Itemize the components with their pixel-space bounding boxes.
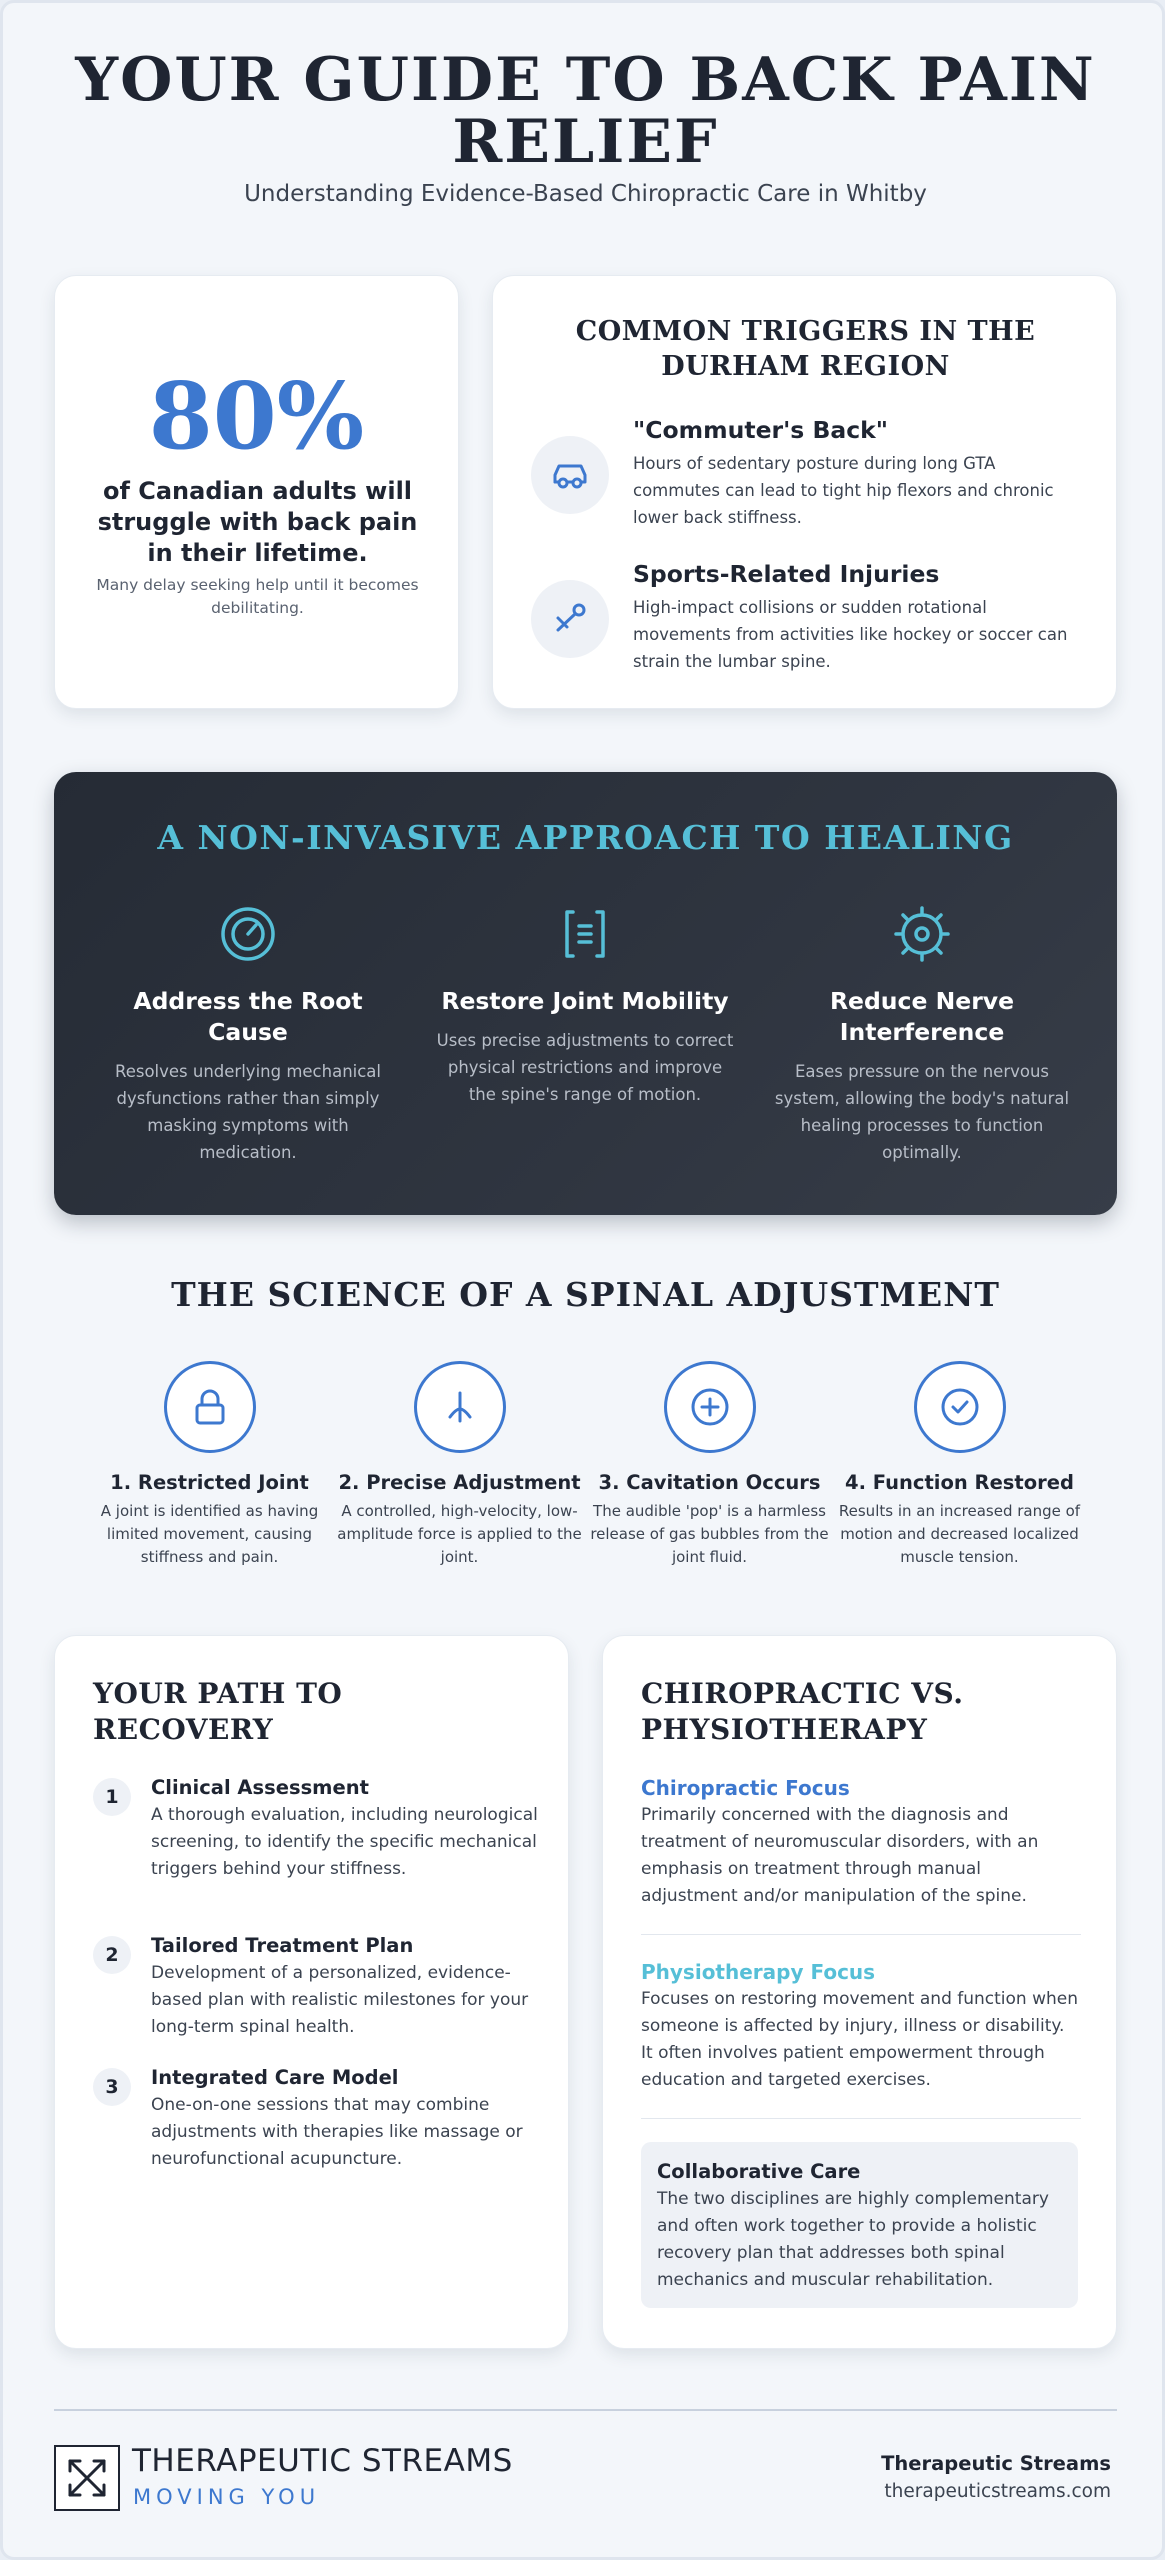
science-step-3: 3. Cavitation Occurs The audible 'pop' i… — [587, 1361, 832, 1569]
chiropractic-focus-text: Primarily concerned with the diagnosis a… — [641, 1805, 1039, 1906]
approach-item-title: Reduce Nerve Interference — [829, 987, 1015, 1046]
triggers-title: COMMON TRIGGERS IN THE DURHAM REGION — [575, 316, 1036, 382]
statistic-card: 80% of Canadian adults will struggle wit… — [54, 275, 459, 709]
recovery-path-title: YOUR PATH TO RECOVERY — [93, 1677, 343, 1746]
car-icon — [531, 436, 609, 514]
step-text: A controlled, high-velocity, low-amplitu… — [337, 1502, 582, 1566]
approach-panel: A NON-INVASIVE APPROACH TO HEALING Addre… — [54, 772, 1117, 1215]
hockey-stick-icon — [531, 580, 609, 658]
footer-website-link[interactable]: therapeuticstreams.com — [884, 2481, 1111, 2502]
collaborative-care-text: The two disciplines are highly complemen… — [657, 2189, 1049, 2290]
brand-logo-icon — [54, 2445, 120, 2511]
lock-icon — [163, 1361, 256, 1453]
page-title: YOUR GUIDE TO BACK PAIN RELIEF — [75, 45, 1096, 177]
physiotherapy-focus-title: Physiotherapy Focus — [641, 1960, 876, 1984]
recovery-step-text: A thorough evaluation, including neurolo… — [151, 1805, 538, 1879]
step-title: 3. Cavitation Occurs — [598, 1471, 821, 1494]
recovery-step-title: Clinical Assessment — [151, 1776, 369, 1799]
science-step-4: 4. Function Restored Results in an incre… — [837, 1361, 1082, 1569]
brand-tagline: MOVING YOU — [133, 2485, 321, 2509]
nerve-gear-icon — [772, 902, 1072, 966]
science-title: THE SCIENCE OF A SPINAL ADJUSTMENT — [171, 1275, 1000, 1314]
step-text: The audible 'pop' is a harmless release … — [590, 1502, 829, 1566]
divider — [641, 1934, 1081, 1935]
step-text: A joint is identified as having limited … — [100, 1502, 319, 1566]
footer-divider — [54, 2409, 1117, 2411]
approach-item-nerve: Reduce Nerve Interference Eases pressure… — [772, 902, 1072, 1166]
footer-company-name: Therapeutic Streams — [881, 2452, 1111, 2475]
comparison-title: CHIROPRACTIC VS. PHYSIOTHERAPY — [641, 1677, 964, 1746]
step-text: Results in an increased range of motion … — [838, 1502, 1081, 1566]
science-step-1: 1. Restricted Joint A joint is identifie… — [87, 1361, 332, 1569]
approach-item-mobility: Restore Joint Mobility Uses precise adju… — [435, 902, 735, 1108]
collaborative-care-title: Collaborative Care — [657, 2160, 861, 2183]
physiotherapy-focus-text: Focuses on restoring movement and functi… — [641, 1989, 1079, 2090]
spine-bracket-icon — [435, 902, 735, 966]
approach-item-text: Uses precise adjustments to correct phys… — [436, 1031, 734, 1104]
step-number-badge: 2 — [93, 1936, 131, 1974]
collaborative-care-box: Collaborative Care The two disciplines a… — [641, 2142, 1078, 2308]
trigger-title: "Commuter's Back" — [633, 416, 889, 444]
recovery-path-card: YOUR PATH TO RECOVERY 1 Clinical Assessm… — [54, 1635, 569, 2349]
trigger-text: High-impact collisions or sudden rotatio… — [633, 598, 1068, 671]
recovery-step-title: Tailored Treatment Plan — [151, 1934, 414, 1957]
comparison-card: CHIROPRACTIC VS. PHYSIOTHERAPY Chiroprac… — [602, 1635, 1117, 2349]
chiropractic-focus-title: Chiropractic Focus — [641, 1776, 850, 1800]
step-number-badge: 3 — [93, 2068, 131, 2106]
step-title: 4. Function Restored — [845, 1471, 1074, 1494]
check-circle-icon — [913, 1361, 1006, 1453]
trigger-text: Hours of sedentary posture during long G… — [633, 454, 1054, 527]
recovery-step-text: One-on-one sessions that may combine adj… — [151, 2095, 523, 2169]
step-title: 1. Restricted Joint — [110, 1471, 309, 1494]
approach-item-root-cause: Address the Root Cause Resolves underlyi… — [98, 902, 398, 1166]
recovery-step-title: Integrated Care Model — [151, 2066, 399, 2089]
target-gauge-icon — [98, 902, 398, 966]
approach-item-title: Address the Root Cause — [133, 987, 363, 1046]
statistic-text: of Canadian adults will struggle with ba… — [97, 477, 418, 567]
science-step-2: 2. Precise Adjustment A controlled, high… — [337, 1361, 582, 1569]
step-title: 2. Precise Adjustment — [338, 1471, 581, 1494]
approach-item-title: Restore Joint Mobility — [441, 987, 729, 1015]
page-subtitle: Understanding Evidence-Based Chiropracti… — [244, 181, 927, 207]
step-number-badge: 1 — [93, 1778, 131, 1816]
statistic-value: 80% — [148, 362, 365, 470]
approach-item-text: Resolves underlying mechanical dysfuncti… — [114, 1062, 381, 1162]
approach-title: A NON-INVASIVE APPROACH TO HEALING — [157, 818, 1014, 857]
recovery-step-text: Development of a personalized, evidence-… — [151, 1963, 529, 2037]
triggers-card: COMMON TRIGGERS IN THE DURHAM REGION "Co… — [492, 275, 1117, 709]
plus-circle-icon — [663, 1361, 756, 1453]
divider — [641, 2118, 1081, 2119]
statistic-note: Many delay seeking help until it becomes… — [96, 576, 419, 617]
brand-name: THERAPEUTIC STREAMS — [132, 2443, 513, 2479]
adjust-arrow-icon — [413, 1361, 506, 1453]
trigger-title: Sports-Related Injuries — [633, 560, 940, 588]
approach-item-text: Eases pressure on the nervous system, al… — [774, 1062, 1070, 1162]
